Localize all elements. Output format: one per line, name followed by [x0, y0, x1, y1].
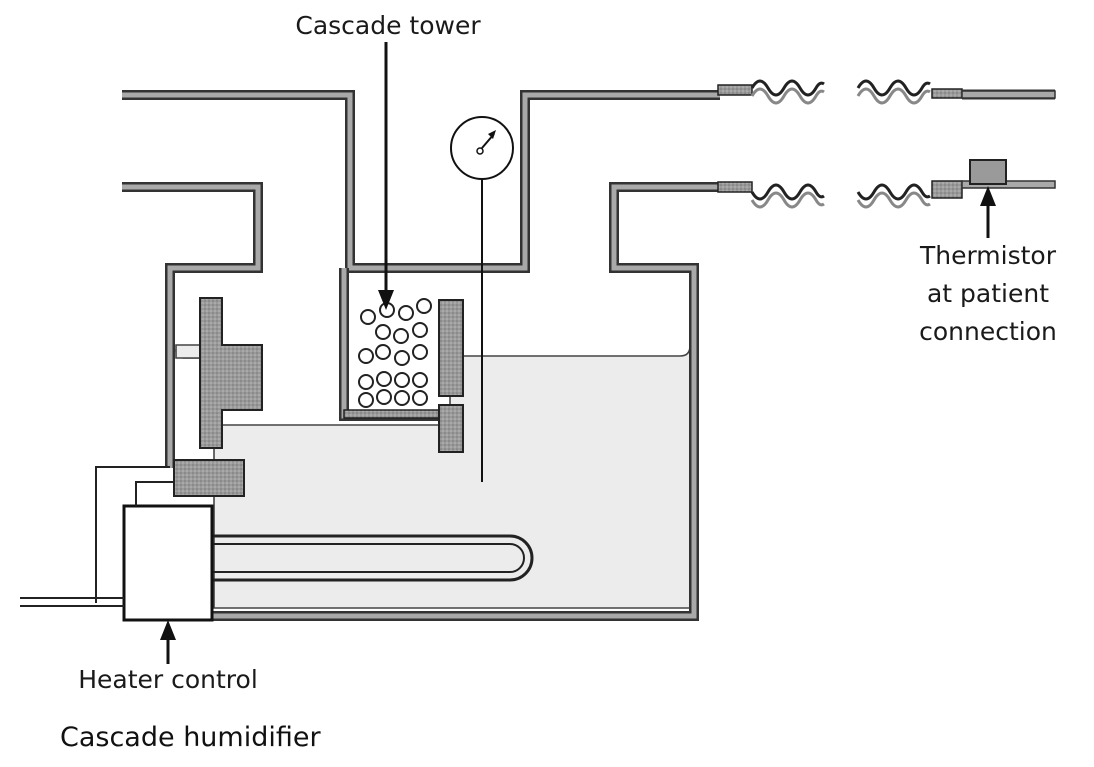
inlet-baffle — [199, 297, 263, 449]
figure-caption: Cascade humidifier — [60, 722, 321, 753]
heater-control-box — [20, 466, 214, 622]
thermistor-label-line3: connection — [919, 317, 1057, 346]
heater-control-label: Heater control — [78, 665, 258, 694]
patient-tubing — [717, 79, 1056, 209]
cascade-tower — [343, 298, 464, 453]
thermistor-label-line1: Thermistor — [919, 241, 1057, 270]
thermistor — [969, 159, 1007, 185]
label-arrows — [160, 42, 996, 664]
thermistor-label-line2: at patient — [927, 279, 1049, 308]
cascade-tower-label: Cascade tower — [295, 11, 481, 40]
thermometer-gauge — [450, 116, 514, 482]
bubbles — [358, 298, 432, 408]
heater-sensor-block — [173, 459, 245, 497]
